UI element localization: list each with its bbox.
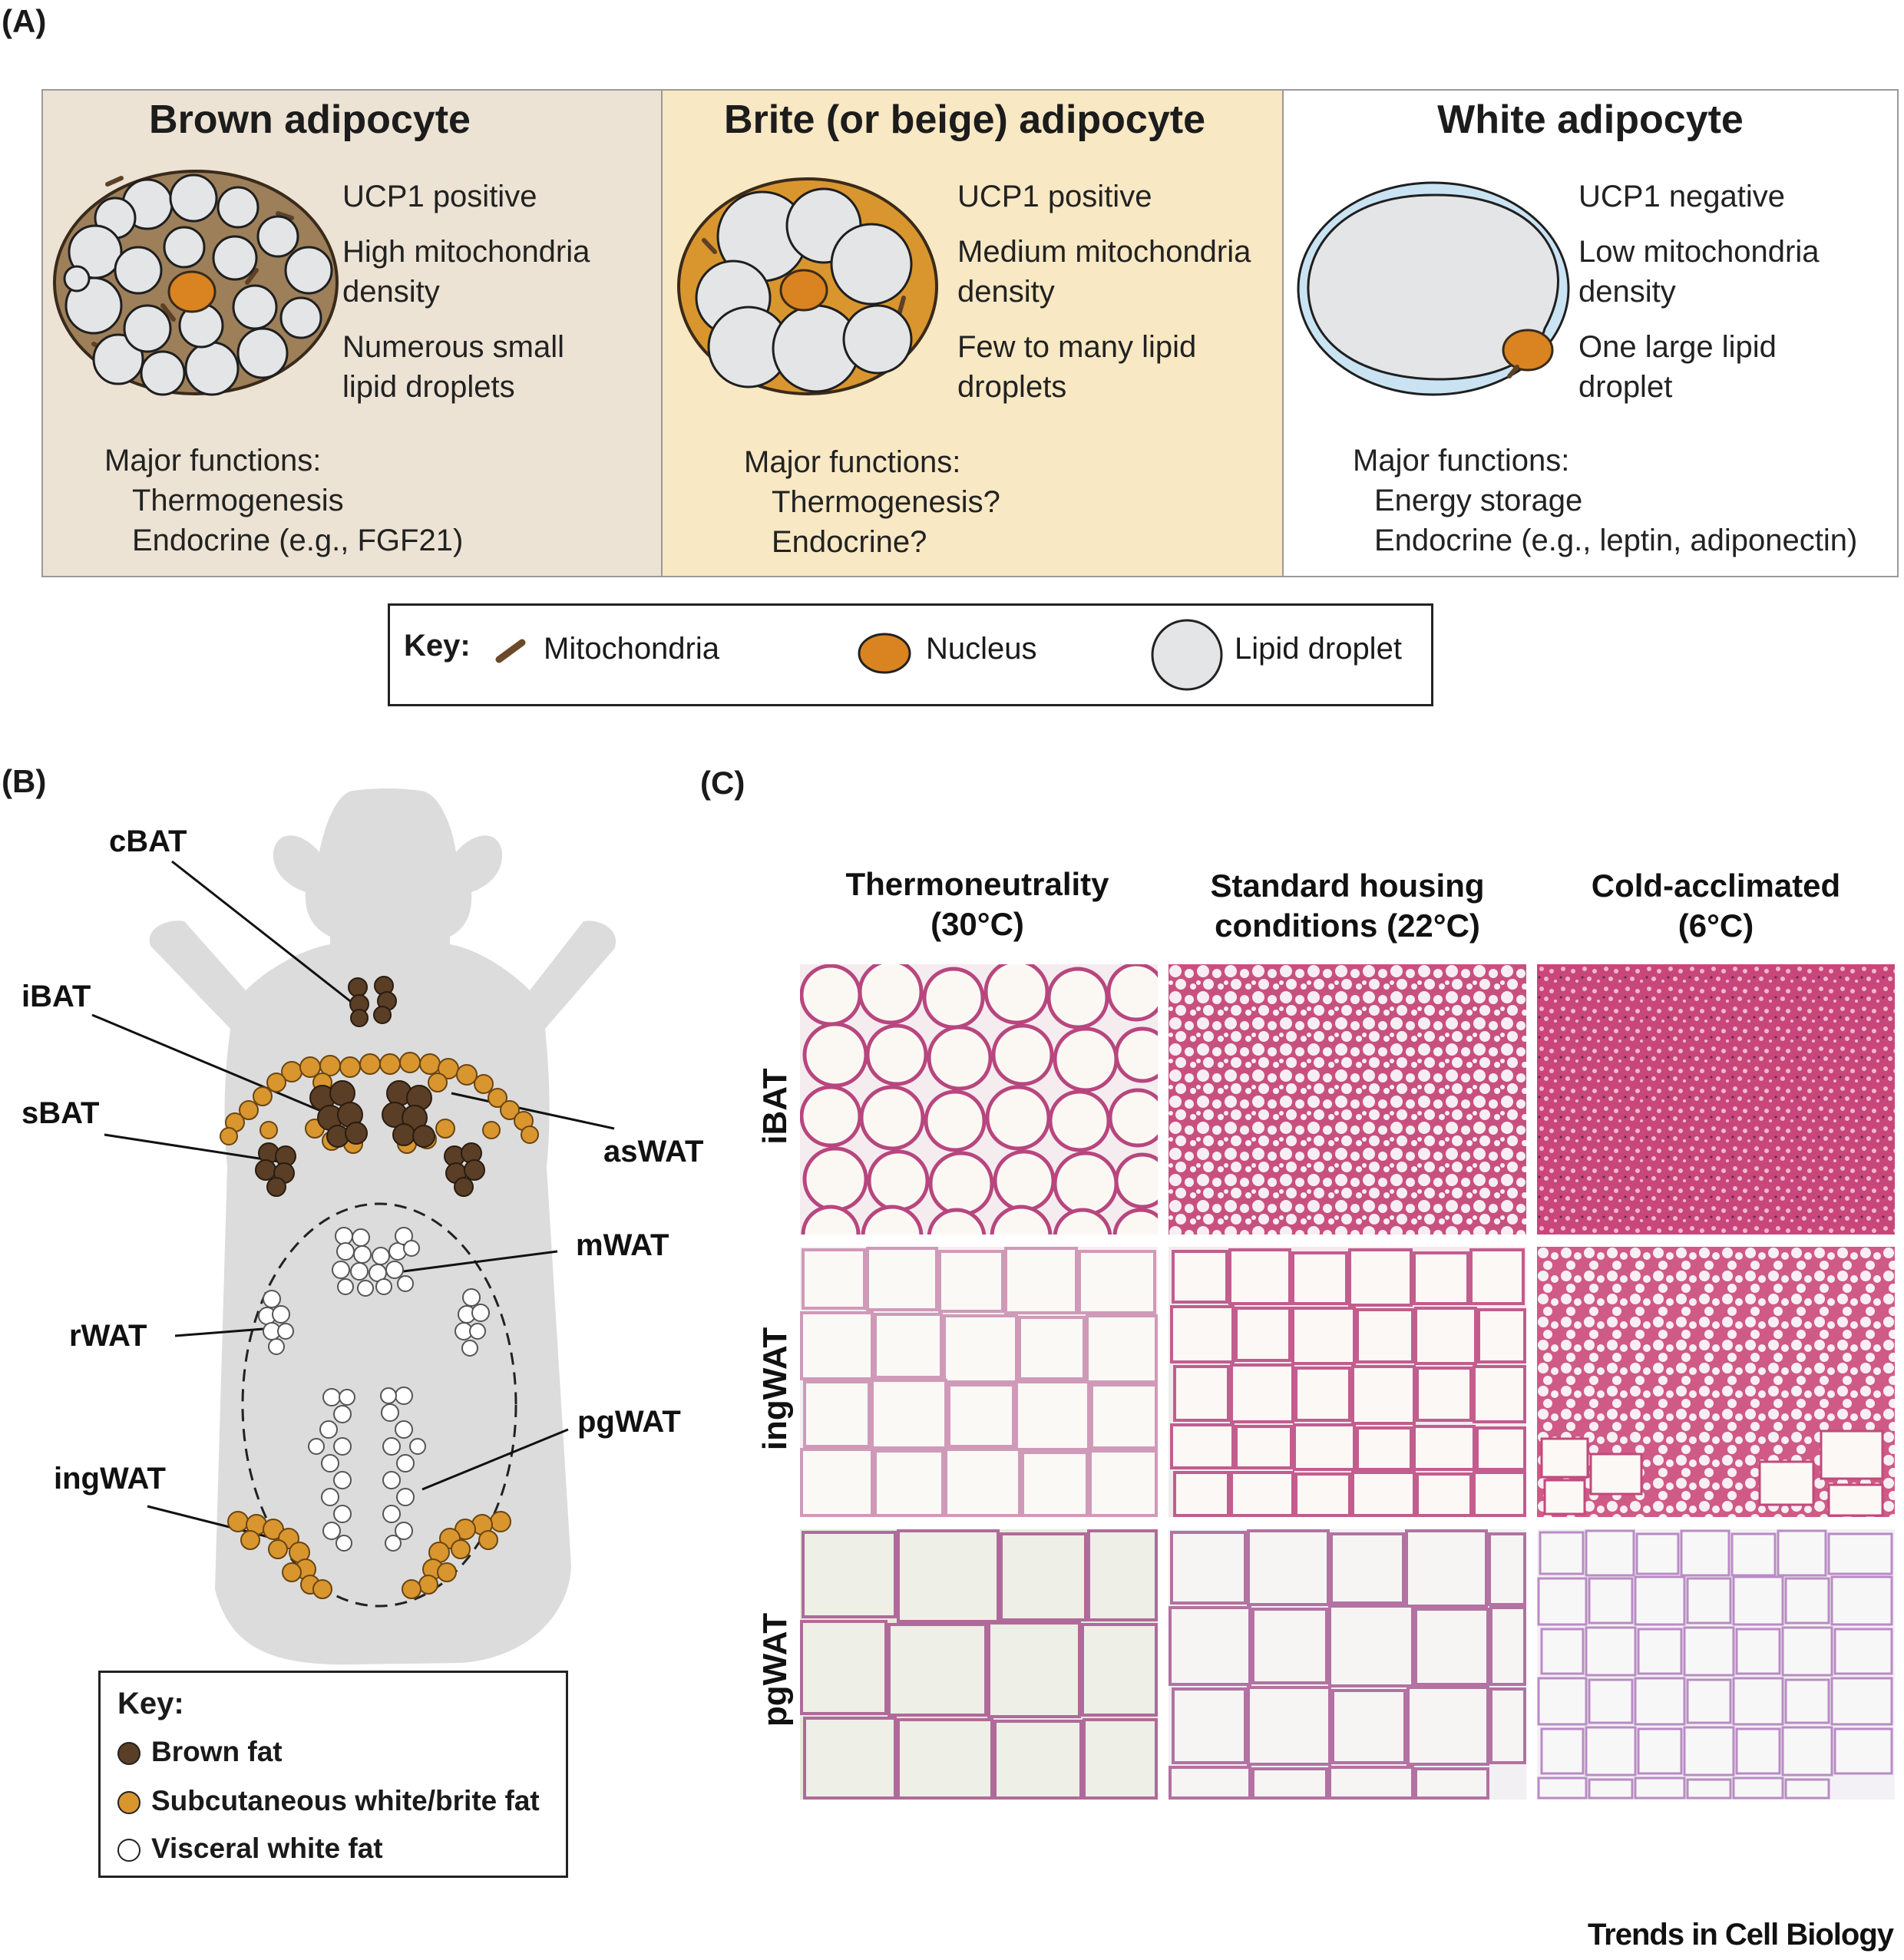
column-header-line: Cold-acclimated (1535, 866, 1896, 906)
brown-functions: Major functions: Thermogenesis Endocrine… (104, 441, 463, 560)
brite-adipocyte-panel: Brite (or beige) adipocyte UCP1 positive… (661, 89, 1284, 577)
label-sbat: sBAT (21, 1096, 99, 1131)
panel-a-label: (A) (2, 3, 46, 40)
label-rwat: rWAT (69, 1319, 147, 1353)
subcutaneous-fat-icon (117, 1791, 140, 1814)
label-ingwat: ingWAT (54, 1462, 166, 1496)
key-lipid-label: Lipid droplet (1235, 632, 1402, 666)
key-brown-fat: Brown fat (117, 1736, 283, 1768)
histology-ingwat-6c (1537, 1247, 1895, 1517)
key-brown-label: Brown fat (151, 1736, 283, 1767)
key-visceral-fat: Visceral white fat (117, 1833, 383, 1865)
function-item: Endocrine? (744, 522, 1000, 562)
column-header-cold-acclimated: Cold-acclimated (6°C) (1535, 866, 1896, 946)
functions-title: Major functions: (744, 442, 1000, 482)
brown-adipocyte-title: Brown adipocyte (0, 97, 661, 143)
row-label-pgwat: pgWAT (756, 1585, 795, 1754)
brown-prop-4: Numerous small (342, 327, 564, 367)
brown-prop-5: lipid droplets (342, 367, 515, 407)
column-header-line: (30°C) (798, 904, 1156, 944)
brite-prop-4: Few to many lipid (957, 327, 1196, 367)
histology-pgwat-6c (1537, 1529, 1895, 1800)
key-subcutaneous-label: Subcutaneous white/brite fat (151, 1785, 540, 1816)
histology-ibat-22c (1169, 964, 1526, 1235)
white-functions: Major functions: Energy storage Endocrin… (1353, 441, 1857, 560)
white-prop-1: UCP1 negative (1578, 177, 1785, 216)
brite-prop-2: Medium mitochondria (957, 232, 1251, 272)
column-header-line: (6°C) (1535, 906, 1896, 946)
brown-prop-2: High mitochondria (342, 232, 590, 272)
white-prop-4: One large lipid (1578, 327, 1777, 367)
label-mwat: mWAT (576, 1228, 669, 1263)
brite-prop-3: density (957, 272, 1055, 312)
function-item: Endocrine (e.g., leptin, adiponectin) (1353, 521, 1857, 560)
brown-prop-3: density (342, 272, 440, 312)
row-label-ingwat: ingWAT (756, 1304, 795, 1473)
column-header-line: Standard housing (1167, 866, 1528, 906)
brown-adipocyte-panel: Brown adipocyte UCP1 positive High mitoc… (41, 89, 663, 577)
lipid-droplet-icon (1149, 616, 1225, 693)
visceral-fat-icon (117, 1839, 140, 1862)
white-prop-3: density (1578, 272, 1676, 312)
key-title: Key: (117, 1687, 184, 1721)
label-ibat: iBAT (21, 980, 91, 1014)
brown-fat-icon (117, 1742, 140, 1765)
function-item: Endocrine (e.g., FGF21) (104, 521, 463, 560)
function-item: Thermogenesis? (744, 482, 1000, 522)
column-header-thermoneutrality: Thermoneutrality (30°C) (798, 864, 1156, 944)
column-header-line: conditions (22°C) (1167, 906, 1528, 946)
label-aswat: asWAT (603, 1135, 703, 1169)
histology-pgwat-30c (800, 1529, 1158, 1800)
functions-title: Major functions: (1353, 441, 1857, 481)
brown-adipocyte-illustration (48, 167, 355, 405)
brite-functions: Major functions: Thermogenesis? Endocrin… (744, 442, 1000, 562)
white-prop-2: Low mitochondria (1578, 232, 1820, 272)
white-adipocyte-panel: White adipocyte UCP1 negative Low mitoch… (1282, 89, 1899, 577)
key-title: Key: (404, 629, 471, 663)
key-mitochondria-label: Mitochondria (544, 632, 719, 666)
brite-prop-5: droplets (957, 367, 1066, 407)
brite-adipocyte-title: Brite (or beige) adipocyte (647, 97, 1282, 143)
white-adipocyte-title: White adipocyte (1284, 97, 1897, 143)
key-panel-b: Key: Brown fat Subcutaneous white/brite … (98, 1671, 568, 1878)
function-item: Energy storage (1353, 481, 1857, 521)
journal-credit: Trends in Cell Biology (1588, 1918, 1893, 1952)
key-panel-a: Key: Mitochondria Nucleus Lipid droplet (388, 603, 1433, 706)
brown-prop-1: UCP1 positive (342, 177, 537, 216)
brite-prop-1: UCP1 positive (957, 177, 1152, 216)
histology-pgwat-22c (1169, 1529, 1526, 1800)
histology-ingwat-22c (1169, 1247, 1526, 1517)
histology-ingwat-30c (800, 1247, 1158, 1517)
row-label-ibat: iBAT (756, 1037, 795, 1175)
label-cbat: cBAT (109, 825, 187, 859)
brite-adipocyte-illustration (673, 175, 950, 405)
key-visceral-label: Visceral white fat (151, 1833, 383, 1864)
histology-ibat-6c (1537, 964, 1895, 1235)
column-header-standard-housing: Standard housing conditions (22°C) (1167, 866, 1528, 946)
key-nucleus-label: Nucleus (926, 632, 1037, 666)
white-prop-5: droplet (1578, 367, 1672, 407)
white-adipocyte-illustration (1291, 175, 1583, 405)
panel-c-label: (C) (700, 765, 745, 802)
mouse-diagram (0, 783, 706, 1666)
mitochondria-icon (494, 636, 528, 664)
label-pgwat: pgWAT (577, 1405, 681, 1439)
histology-ibat-30c (800, 964, 1158, 1235)
function-item: Thermogenesis (104, 481, 463, 521)
column-header-line: Thermoneutrality (798, 864, 1156, 904)
nucleus-icon (855, 632, 914, 675)
functions-title: Major functions: (104, 441, 463, 481)
key-subcutaneous-fat: Subcutaneous white/brite fat (117, 1785, 540, 1817)
